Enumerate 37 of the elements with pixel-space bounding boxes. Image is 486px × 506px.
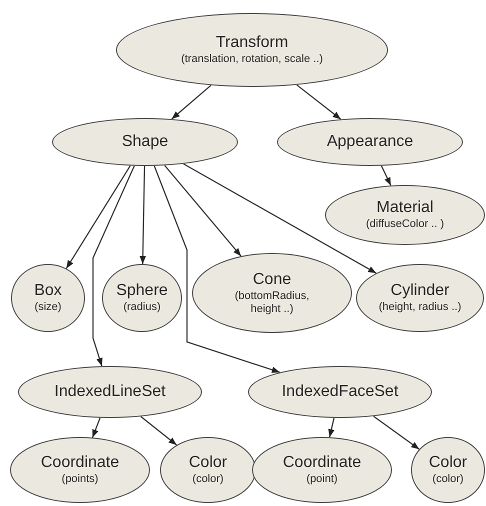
arrow: [164, 165, 242, 257]
node-subtitle: (radius): [123, 301, 161, 314]
arrow: [92, 418, 101, 438]
arrow: [183, 163, 377, 274]
node-title: IndexedLineSet: [54, 383, 166, 401]
node-title: IndexedFaceSet: [282, 383, 398, 401]
node-title: Transform: [216, 34, 288, 52]
node-title: Coordinate: [282, 454, 362, 472]
node-subtitle: (color): [432, 473, 464, 486]
node-title: Cone: [252, 270, 292, 288]
node-subtitle: (translation, rotation, scale ..): [181, 53, 323, 66]
node-subtitle: (diffuseColor .. ): [366, 218, 444, 232]
node-subtitle: (bottomRadius, height ..): [234, 290, 310, 316]
arrow: [140, 416, 177, 446]
node-subtitle: (height, radius ..): [378, 301, 462, 314]
arrow: [380, 166, 392, 186]
node-title: Color: [188, 454, 228, 472]
node-title: Sphere: [116, 282, 168, 300]
node-subtitle: (size): [34, 301, 62, 314]
arrow: [66, 165, 131, 269]
node-title: Color: [428, 454, 468, 472]
node-title: Shape: [122, 133, 168, 151]
arrow: [296, 84, 342, 120]
node-title: Appearance: [326, 133, 414, 151]
node-title: Coordinate: [40, 454, 120, 472]
node-subtitle: (point): [306, 473, 338, 486]
node-subtitle: (points): [62, 473, 98, 486]
arrow: [140, 166, 146, 264]
arrow: [154, 166, 280, 373]
arrow: [328, 418, 335, 438]
node-title: Cylinder: [390, 282, 450, 300]
arrow: [373, 416, 420, 450]
arrow: [92, 166, 135, 366]
arrow: [171, 84, 212, 120]
node-title: Box: [34, 282, 62, 300]
node-subtitle: (color): [192, 473, 224, 486]
node-title: Material: [376, 198, 434, 216]
